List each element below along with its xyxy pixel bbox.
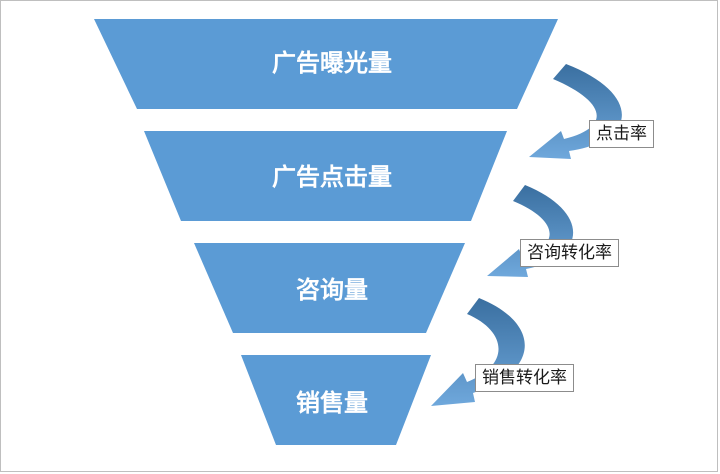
stage-2-label: 广告点击量 — [272, 163, 392, 191]
inquiry-conversion-rate-label: 咨询转化率 — [520, 239, 619, 267]
stage-4-trapezoid — [241, 355, 431, 445]
sales-conversion-rate-label: 销售转化率 — [475, 364, 574, 392]
stage-1-trapezoid — [94, 19, 558, 109]
stage-3-label: 咨询量 — [296, 276, 368, 304]
click-rate-label: 点击率 — [589, 120, 654, 148]
stage-4-label: 销售量 — [296, 389, 368, 417]
stage-1-label: 广告曝光量 — [272, 49, 392, 77]
stage-3-trapezoid — [194, 243, 465, 333]
stage-2-trapezoid — [144, 131, 507, 221]
